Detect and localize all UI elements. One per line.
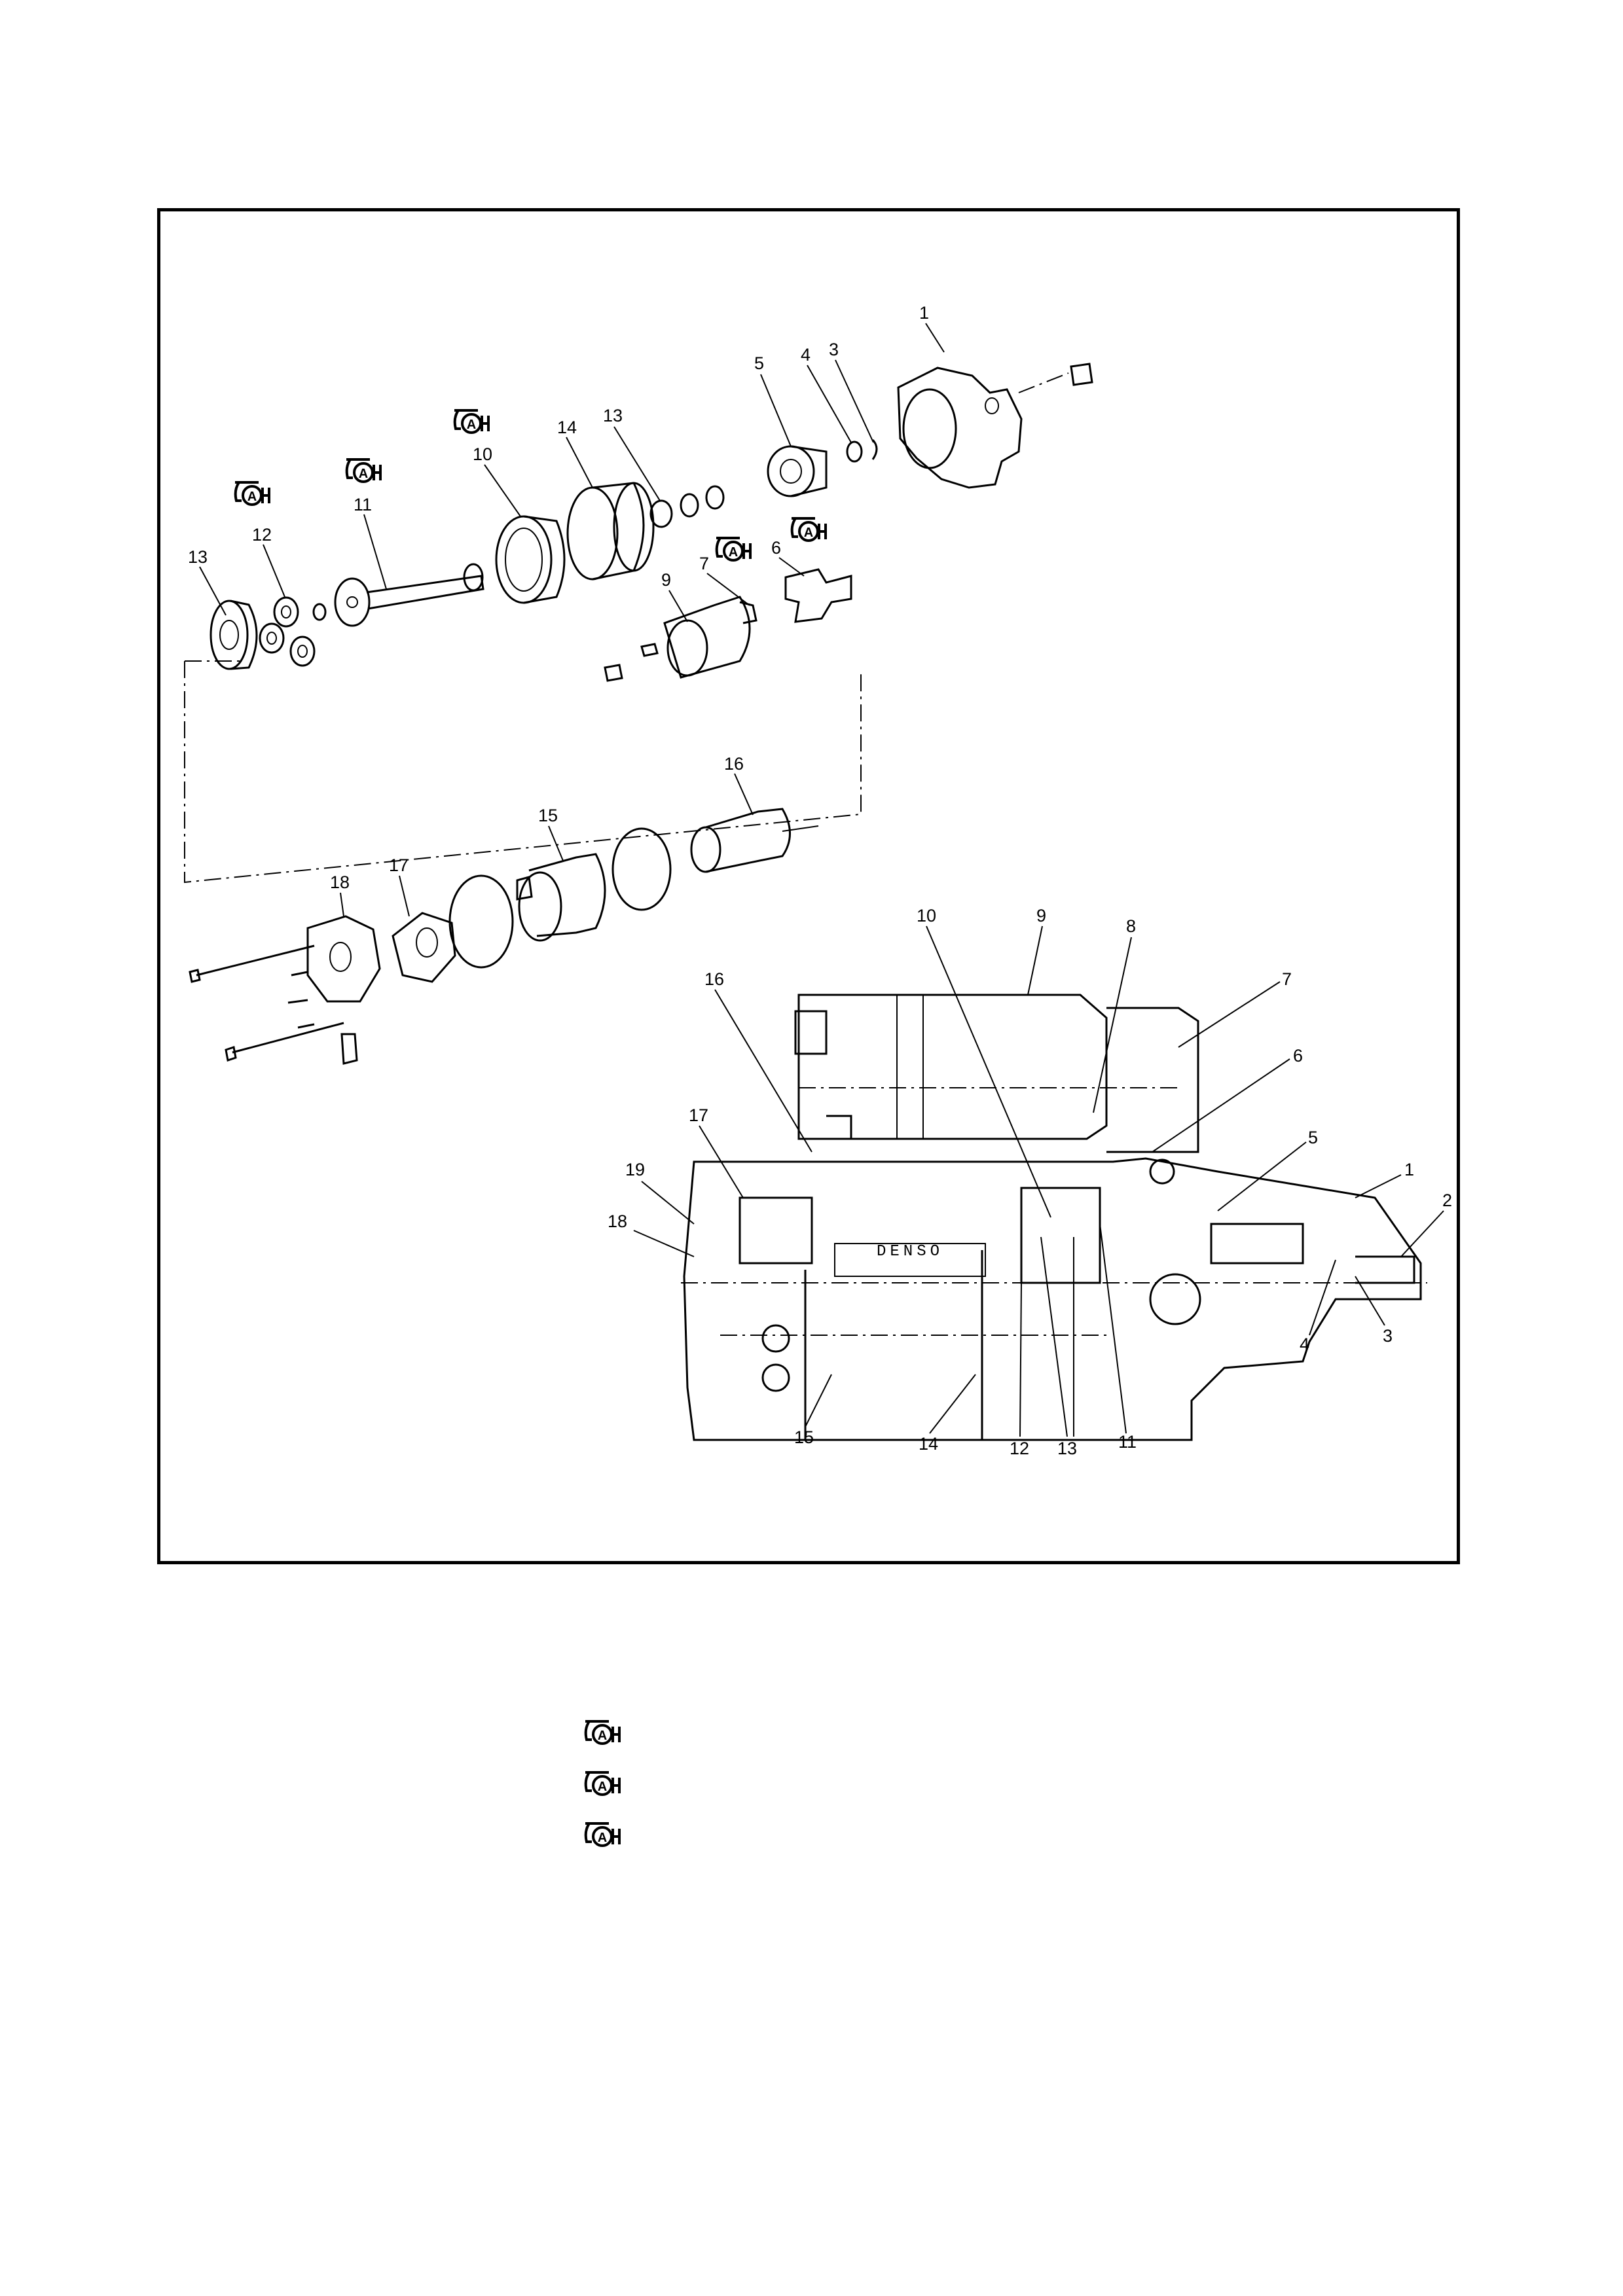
callout-9: 9 [661, 570, 671, 590]
part-13-washers [651, 486, 723, 527]
callout-15: 15 [794, 1427, 814, 1447]
callout-11: 11 [354, 495, 372, 514]
part-17-brush-holder [393, 913, 455, 982]
callout-1: 1 [1404, 1160, 1414, 1179]
callout-6: 6 [1293, 1046, 1303, 1066]
o-ring [450, 876, 513, 967]
callout-8: 8 [1126, 916, 1136, 936]
callout-16: 16 [704, 969, 724, 989]
callout-4: 4 [801, 345, 811, 365]
part-18-end-frame [308, 916, 380, 1001]
grease-symbols [235, 410, 826, 560]
callout-12: 12 [1010, 1439, 1029, 1458]
alignment-line [185, 661, 861, 882]
grease-a-icon [579, 1719, 632, 1748]
part-10-internal-gear [496, 516, 564, 603]
callout-18: 18 [330, 872, 350, 892]
grease-a-icon [716, 538, 750, 560]
sectional-callouts: 10 9 8 7 16 6 5 1 19 17 2 18 4 3 15 14 1… [608, 906, 1452, 1458]
callout-11: 11 [1118, 1432, 1137, 1452]
callout-14: 14 [557, 418, 577, 437]
part-6-drive-lever [786, 569, 851, 622]
callout-10: 10 [473, 444, 492, 464]
exploded-callouts: 1 3 4 5 13 14 10 11 12 13 7 6 9 16 15 17… [188, 303, 944, 916]
exploded-view [185, 364, 1092, 1064]
callout-2: 2 [1442, 1191, 1452, 1210]
part-12-gears [260, 598, 314, 666]
part-3-snap-ring [873, 440, 877, 459]
nut [1071, 364, 1092, 385]
callout-9: 9 [1036, 906, 1046, 925]
callout-5: 5 [754, 353, 764, 373]
part-11-shaft [314, 576, 483, 626]
callout-17: 17 [689, 1105, 708, 1125]
grease-a-icon [792, 518, 826, 541]
callout-13: 13 [1057, 1439, 1077, 1458]
callout-18: 18 [608, 1211, 627, 1231]
grease-a-icon [346, 459, 380, 482]
grease-a-icon [579, 1770, 632, 1799]
part-13-plate [211, 601, 257, 669]
callout-12: 12 [252, 525, 272, 545]
callout-6: 6 [771, 538, 781, 558]
part-9-magnetic-switch [642, 597, 756, 677]
part-15-yoke [517, 854, 605, 941]
callout-17: 17 [389, 855, 409, 875]
callout-3: 3 [1383, 1326, 1393, 1346]
callout-16: 16 [724, 754, 744, 774]
callout-1: 1 [919, 303, 929, 323]
o-ring [613, 829, 670, 910]
part-1-front-housing [898, 368, 1068, 488]
callout-14: 14 [919, 1434, 938, 1454]
callout-19: 19 [625, 1160, 645, 1179]
callout-7: 7 [1282, 969, 1292, 989]
terminal-nut [605, 665, 622, 681]
callout-15: 15 [538, 806, 558, 825]
callout-5: 5 [1308, 1128, 1318, 1147]
callout-10: 10 [917, 906, 936, 925]
callout-7: 7 [699, 554, 709, 573]
part-5-pinion [768, 446, 826, 496]
callout-13b: 13 [188, 547, 208, 567]
brand-text: DENSO [877, 1243, 943, 1261]
grease-a-icon [235, 482, 269, 505]
callout-4: 4 [1300, 1335, 1309, 1354]
grease-a-icon [579, 1821, 632, 1850]
part-16-armature [691, 809, 818, 872]
part-4-stop-collar [847, 442, 862, 461]
callout-13a: 13 [603, 406, 623, 425]
grease-a-icon [454, 410, 488, 433]
sectional-view: DENSO [681, 995, 1427, 1440]
callout-3: 3 [829, 340, 839, 359]
part-14-housing [568, 483, 653, 579]
